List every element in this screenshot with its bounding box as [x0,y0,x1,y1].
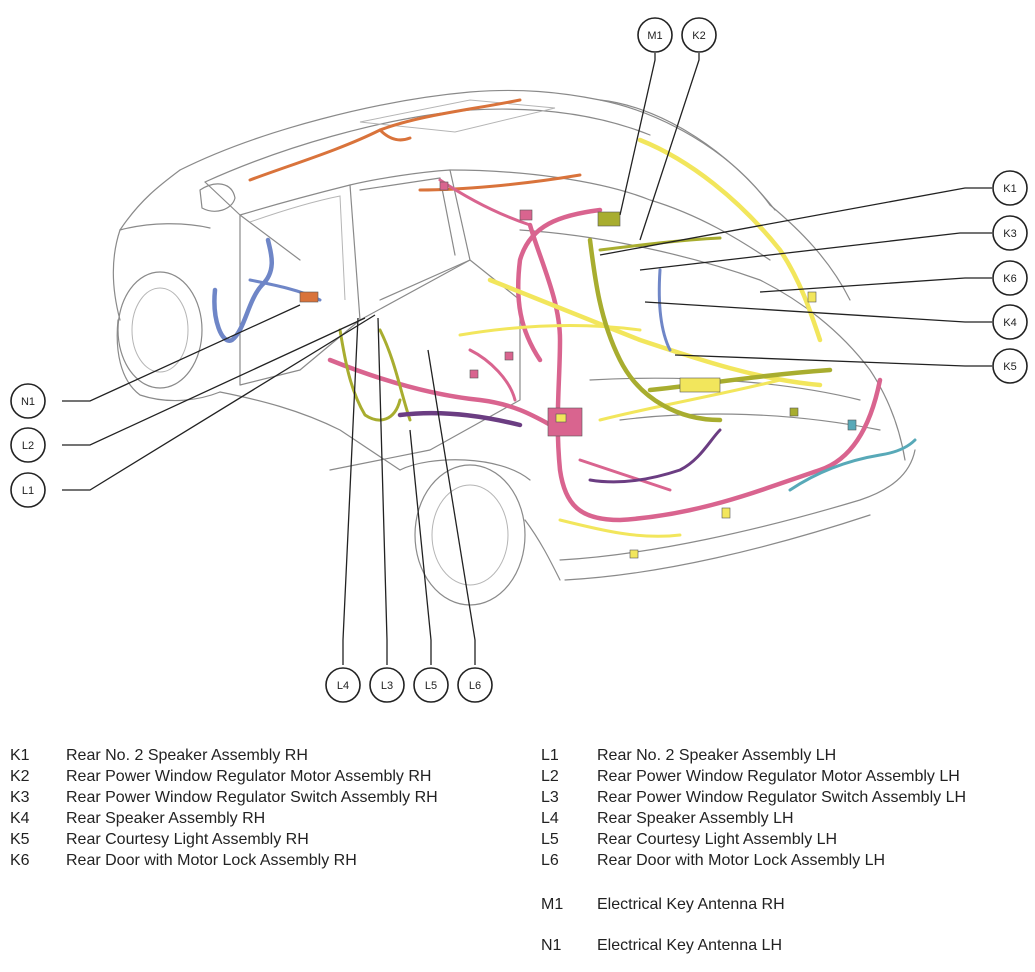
legend-row-l3: L3 Rear Power Window Regulator Switch Ass… [541,787,966,808]
legend-code: L6 [541,852,559,869]
legend-code: L5 [541,831,559,848]
wire-harnesses [212,98,917,559]
svg-text:L2: L2 [22,440,34,452]
legend-row-k3: K3 Rear Power Window Regulator Switch Ass… [10,787,438,808]
legend-code: K6 [10,852,30,869]
svg-text:L4: L4 [337,680,349,692]
legend-label: Rear No. 2 Speaker Assembly LH [597,747,837,764]
legend-row-m1: M1 Electrical Key Antenna RH [541,894,785,915]
legend-code: K4 [10,810,30,827]
legend-label: Rear No. 2 Speaker Assembly RH [66,747,308,764]
callout-k4: K4 [992,304,1028,340]
callout-l5: L5 [413,667,449,703]
rear-door-harness-rh [587,237,723,423]
legend-label: Rear Door with Motor Lock Assembly RH [66,852,357,869]
rear-harness [487,277,823,388]
legend-code: K5 [10,831,30,848]
legend-antenna-rh: M1 Electrical Key Antenna RH [541,894,785,915]
wiring-harness-diagram: M1 K2 K1 K3 K6 K4 K5 N1 L2 L1 L4 L3 L5 L… [10,17,1028,703]
legend-row-l4: L4 Rear Speaker Assembly LH [541,808,966,829]
legend-row-k2: K2 Rear Power Window Regulator Motor Asse… [10,766,438,787]
svg-text:K5: K5 [1003,361,1016,373]
svg-text:K4: K4 [1003,317,1016,329]
svg-text:L6: L6 [469,680,481,692]
callout-l4: L4 [325,667,361,703]
svg-text:N1: N1 [21,396,35,408]
callout-m1: M1 [637,17,673,53]
connectors [299,181,857,559]
under-floor-harness [397,410,523,428]
legend-label: Rear Speaker Assembly RH [66,810,266,827]
legend-code: N1 [541,937,562,954]
callout-l2: L2 [10,427,46,463]
legend-row-k4: K4 Rear Speaker Assembly RH [10,808,438,829]
legend-label: Rear Courtesy Light Assembly LH [597,831,838,848]
vehicle-outline [112,89,916,606]
floor-harness [527,222,883,523]
svg-text:L1: L1 [22,485,34,497]
back-door-harness [788,438,917,492]
svg-text:L5: L5 [425,680,437,692]
legend-row-l5: L5 Rear Courtesy Light Assembly LH [541,829,966,850]
legend-code: K1 [10,747,30,764]
legend-code: L1 [541,747,559,764]
legend-label: Rear Speaker Assembly LH [597,810,794,827]
legend-row-k5: K5 Rear Courtesy Light Assembly RH [10,829,438,850]
legend-label: Rear Power Window Regulator Motor Assemb… [66,768,432,785]
legend-row-l6: L6 Rear Door with Motor Lock Assembly LH [541,850,966,871]
legend-code: K3 [10,789,30,806]
legend-code: M1 [541,896,564,913]
svg-text:L3: L3 [381,680,393,692]
leader-lines [62,53,992,665]
callout-k3: K3 [992,215,1028,251]
front-door-harness-lh [212,237,274,343]
legend-label: Rear Courtesy Light Assembly RH [66,831,309,848]
legend-label: Rear Power Window Regulator Switch Assem… [66,789,438,806]
legend-code: L3 [541,789,559,806]
legend-label: Electrical Key Antenna RH [597,896,785,913]
legend-row-k1: K1 Rear No. 2 Speaker Assembly RH [10,745,438,766]
svg-text:K6: K6 [1003,273,1016,285]
callouts: M1 K2 K1 K3 K6 K4 K5 N1 L2 L1 L4 L3 L5 L… [10,17,1028,703]
callout-k6: K6 [992,260,1028,296]
svg-text:K1: K1 [1003,183,1016,195]
svg-text:M1: M1 [647,30,662,42]
callout-k5: K5 [992,348,1028,384]
callout-n1: N1 [10,383,46,419]
legend-row-l2: L2 Rear Power Window Regulator Motor Asse… [541,766,966,787]
svg-text:K2: K2 [692,30,705,42]
callout-l1: L1 [10,472,46,508]
callout-l3: L3 [369,667,405,703]
legend-row-n1: N1 Electrical Key Antenna LH [541,935,782,956]
callout-k2: K2 [681,17,717,53]
legend-label: Electrical Key Antenna LH [597,937,782,954]
legend-label: Rear Power Window Regulator Motor Assemb… [597,768,960,785]
callout-k1: K1 [992,170,1028,206]
legend-row-l1: L1 Rear No. 2 Speaker Assembly LH [541,745,966,766]
legend-code: L4 [541,810,559,827]
legend-row-k6: K6 Rear Door with Motor Lock Assembly RH [10,850,438,871]
legend-code: L2 [541,768,559,785]
legend-label: Rear Door with Motor Lock Assembly LH [597,852,886,869]
legend-antenna-lh: N1 Electrical Key Antenna LH [541,935,782,956]
legend-code: K2 [10,768,30,785]
roof-harness [248,98,522,182]
svg-text:K3: K3 [1003,228,1016,240]
legend-label: Rear Power Window Regulator Switch Assem… [597,789,967,806]
callout-l6: L6 [457,667,493,703]
